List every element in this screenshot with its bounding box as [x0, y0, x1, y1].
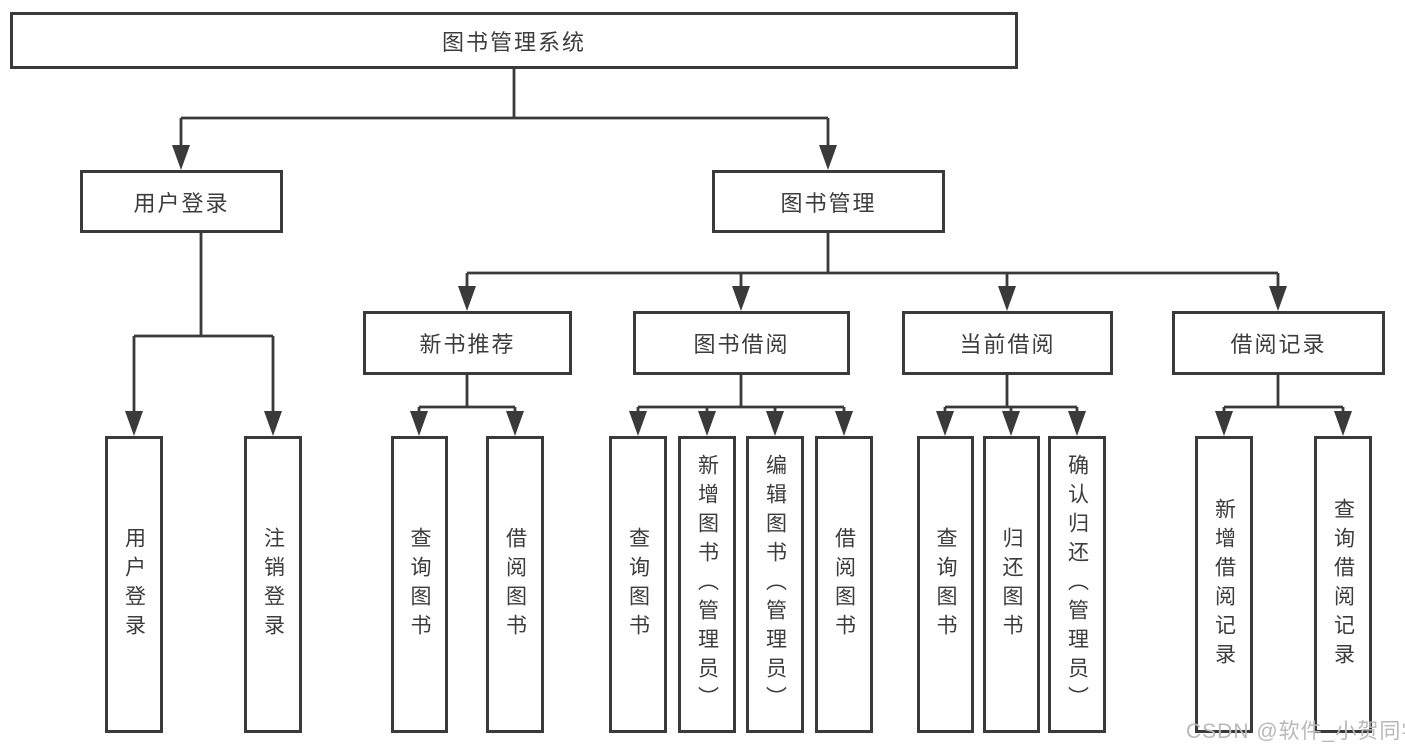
arrowhead	[410, 411, 428, 436]
node-current-borrow: 当前借阅	[902, 311, 1113, 375]
arrowhead	[835, 411, 853, 436]
leaf-newbook-borrow: 借阅图书	[486, 436, 544, 733]
arrowhead	[1269, 286, 1287, 311]
node-root: 图书管理系统	[10, 12, 1018, 69]
leaf-logout: 注销登录	[244, 436, 302, 733]
arrowhead	[264, 411, 282, 436]
leaf-records-query: 查询借阅记录	[1314, 436, 1372, 733]
leaf-logout-label: 注销登录	[261, 526, 285, 643]
leaf-newbook-query-label: 查询图书	[408, 526, 431, 643]
branch-borrow-records	[1215, 375, 1352, 436]
arrowhead	[1068, 411, 1086, 436]
node-user-login-label: 用户登录	[133, 190, 230, 216]
arrowhead	[506, 411, 524, 436]
leaf-records-query-label: 查询借阅记录	[1331, 497, 1355, 672]
branch-root-to-level2	[172, 69, 837, 170]
leaf-borrow-edit-admin-label: 编辑图书（管理员）	[763, 454, 787, 715]
leaf-user-login: 用户登录	[105, 436, 163, 733]
node-book-borrow-label: 图书借阅	[693, 332, 790, 357]
leaf-newbook-borrow-label: 借阅图书	[503, 526, 527, 643]
leaf-user-login-label: 用户登录	[122, 526, 146, 643]
arrowhead	[936, 411, 954, 436]
arrowhead	[998, 286, 1016, 311]
csdn-watermark: CSDN @软件_小贺同学	[1186, 720, 1405, 743]
leaf-borrow-add-admin: 新增图书（管理员）	[678, 436, 736, 733]
arrowhead	[1002, 411, 1020, 436]
arrowhead	[1215, 411, 1233, 436]
leaf-current-confirm-admin: 确认归还（管理员）	[1048, 436, 1106, 733]
leaf-current-return-label: 归还图书	[1000, 526, 1023, 643]
node-user-login: 用户登录	[80, 170, 283, 233]
leaf-borrow-borrow: 借阅图书	[815, 436, 873, 733]
leaf-borrow-edit-admin: 编辑图书（管理员）	[746, 436, 804, 733]
leaf-borrow-query: 查询图书	[609, 436, 667, 733]
node-book-management-label: 图书管理	[780, 190, 877, 216]
leaf-current-return: 归还图书	[983, 436, 1040, 733]
leaf-newbook-query: 查询图书	[391, 436, 448, 733]
node-new-book-recommend-label: 新书推荐	[419, 332, 516, 357]
arrowhead	[732, 286, 750, 311]
arrowhead	[1334, 411, 1352, 436]
branch-user-login	[125, 233, 282, 436]
leaf-borrow-borrow-label: 借阅图书	[832, 526, 856, 643]
node-root-label: 图书管理系统	[441, 29, 586, 55]
branch-book-management	[458, 233, 1287, 311]
leaf-borrow-add-admin-label: 新增图书（管理员）	[695, 454, 719, 715]
leaf-borrow-query-label: 查询图书	[626, 526, 650, 643]
arrowhead	[819, 145, 837, 170]
leaf-records-add-label: 新增借阅记录	[1212, 497, 1236, 672]
leaf-current-confirm-admin-label: 确认归还（管理员）	[1065, 454, 1089, 715]
branch-current-borrow	[936, 375, 1086, 436]
arrowhead	[629, 411, 647, 436]
arrowhead	[698, 411, 716, 436]
arrowhead	[458, 286, 476, 311]
node-new-book-recommend: 新书推荐	[363, 311, 572, 375]
node-current-borrow-label: 当前借阅	[959, 332, 1056, 357]
arrowhead	[766, 411, 784, 436]
node-book-management: 图书管理	[712, 170, 945, 233]
arrowhead	[172, 145, 190, 170]
leaf-records-add: 新增借阅记录	[1195, 436, 1253, 733]
leaf-current-query-label: 查询图书	[934, 526, 957, 643]
branch-book-borrow	[629, 375, 853, 436]
leaf-current-query: 查询图书	[917, 436, 974, 733]
branch-new-book	[410, 375, 524, 436]
node-borrow-records: 借阅记录	[1172, 311, 1385, 375]
node-borrow-records-label: 借阅记录	[1230, 332, 1327, 357]
node-book-borrow: 图书借阅	[633, 311, 850, 375]
arrowhead	[125, 411, 143, 436]
